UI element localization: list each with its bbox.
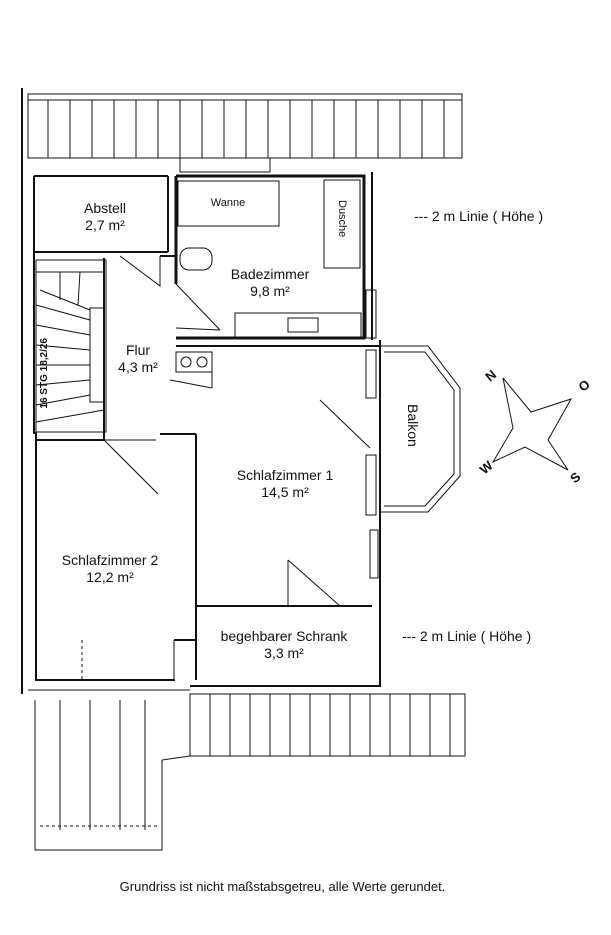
sink — [287, 317, 319, 333]
label-balkon: Balkon — [405, 404, 421, 447]
room-schlafzimmer-1: Schlafzimmer 1 14,5 m² — [215, 467, 355, 501]
room-schlafzimmer-2: Schlafzimmer 2 12,2 m² — [42, 552, 178, 586]
bathroom-walls — [174, 174, 366, 340]
room-area: 2,7 m² — [85, 217, 125, 233]
room-name: Schlafzimmer 1 — [236, 467, 334, 483]
room-begehbarer-schrank: begehbarer Schrank 3,3 m² — [200, 628, 368, 662]
vanity — [234, 312, 362, 338]
roof-bottom-rafters — [209, 694, 451, 756]
room-area: 3,3 m² — [264, 645, 304, 661]
bathtub — [177, 180, 280, 227]
room-area: 12,2 m² — [86, 569, 134, 585]
label-stair-code: 16 STG 18,2/26 — [39, 338, 50, 409]
room-abstell: Abstell 2,7 m² — [60, 200, 150, 234]
toilet — [179, 247, 213, 271]
room-flur: Flur 4,3 m² — [108, 342, 168, 376]
room-badezimmer: Badezimmer 9,8 m² — [215, 266, 325, 300]
caption: Grundriss ist nicht maßstabsgetreu, alle… — [119, 879, 446, 894]
note-2m-linie-bottom: --- 2 m Linie ( Höhe ) — [402, 628, 532, 644]
label-dusche: Dusche — [336, 200, 348, 238]
room-area: 9,8 m² — [250, 283, 290, 299]
room-area: 4,3 m² — [118, 359, 158, 375]
note-2m-linie-top: --- 2 m Linie ( Höhe ) — [414, 208, 544, 224]
room-name: Flur — [125, 342, 151, 358]
room-name: Schlafzimmer 2 — [61, 552, 159, 568]
roof-top-rafters — [47, 100, 445, 158]
stove — [175, 351, 213, 373]
room-area: 14,5 m² — [261, 484, 309, 500]
dormer-lower-left — [34, 700, 191, 851]
compass-rose — [491, 377, 573, 471]
label-wanne: Wanne — [210, 197, 246, 209]
balcony — [380, 345, 461, 513]
interior-walls — [36, 433, 372, 680]
roof-bottom — [189, 693, 466, 757]
room-name: begehbarer Schrank — [220, 628, 348, 644]
room-name: Badezimmer — [230, 266, 310, 282]
shower — [323, 179, 361, 269]
room-name: Abstell — [83, 200, 127, 216]
outer-walls — [33, 172, 381, 687]
roof-top — [27, 93, 463, 159]
